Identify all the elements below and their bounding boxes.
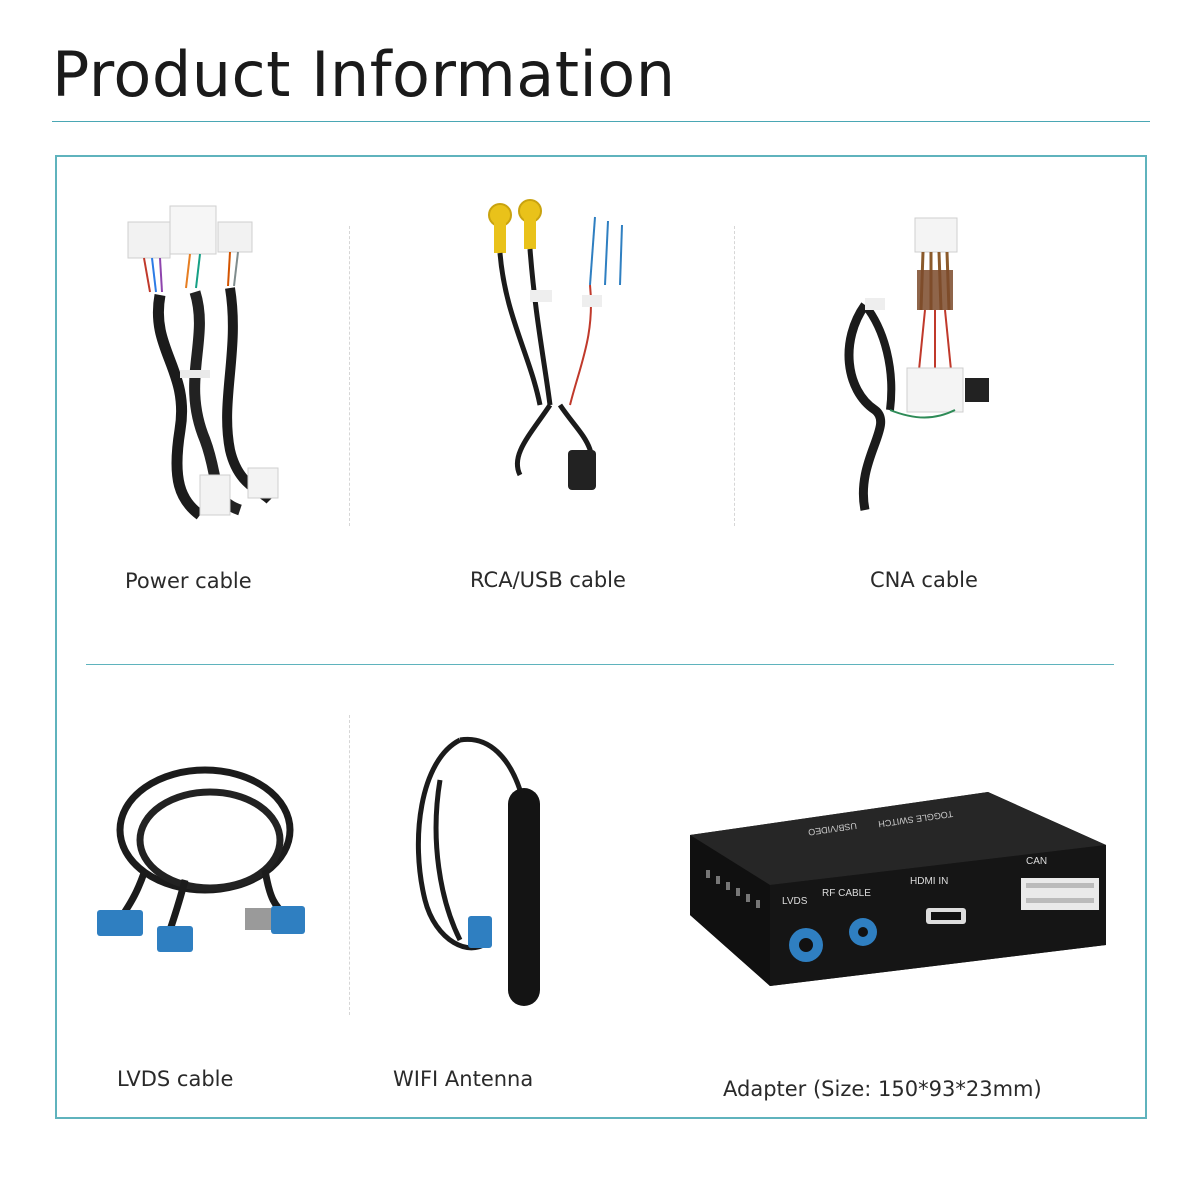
rca-usb-cable-image <box>488 199 623 490</box>
product-caption: Adapter (Size: 150*93*23mm) <box>723 1077 1042 1101</box>
row-divider <box>86 664 1114 665</box>
product-caption: CNA cable <box>870 568 978 592</box>
product-caption: WIFI Antenna <box>393 1067 534 1091</box>
hdmi-in-port-label: HDMI IN <box>910 876 949 887</box>
title-divider <box>52 121 1150 122</box>
column-divider <box>349 226 350 526</box>
lvds-cable-image <box>97 766 305 952</box>
wifi-antenna-image <box>415 736 540 1006</box>
rf-cable-port-label: RF CABLE <box>822 888 871 899</box>
lvds-port-label: LVDS <box>782 896 808 907</box>
product-caption: Power cable <box>125 569 252 593</box>
adapter-image <box>690 792 1106 986</box>
lvds-cable-item[interactable] <box>95 750 315 970</box>
column-divider <box>734 226 735 526</box>
column-divider <box>349 715 350 1015</box>
adapter-item[interactable]: LVDS RF CABLE HDMI IN CAN TOGGLE SWITCH … <box>688 790 1108 990</box>
power-cable-item[interactable] <box>120 200 300 540</box>
cna-cable-image <box>844 217 989 511</box>
product-caption: RCA/USB cable <box>470 568 626 592</box>
rca-usb-cable-item[interactable] <box>470 195 660 495</box>
power-cable-image <box>127 205 279 520</box>
cna-cable-item[interactable] <box>835 210 1005 530</box>
can-port-label: CAN <box>1026 856 1048 867</box>
wifi-antenna-item[interactable] <box>400 720 570 1010</box>
page-title: Product Information <box>52 38 676 111</box>
product-caption: LVDS cable <box>117 1067 234 1091</box>
product-panel <box>55 155 1147 1119</box>
